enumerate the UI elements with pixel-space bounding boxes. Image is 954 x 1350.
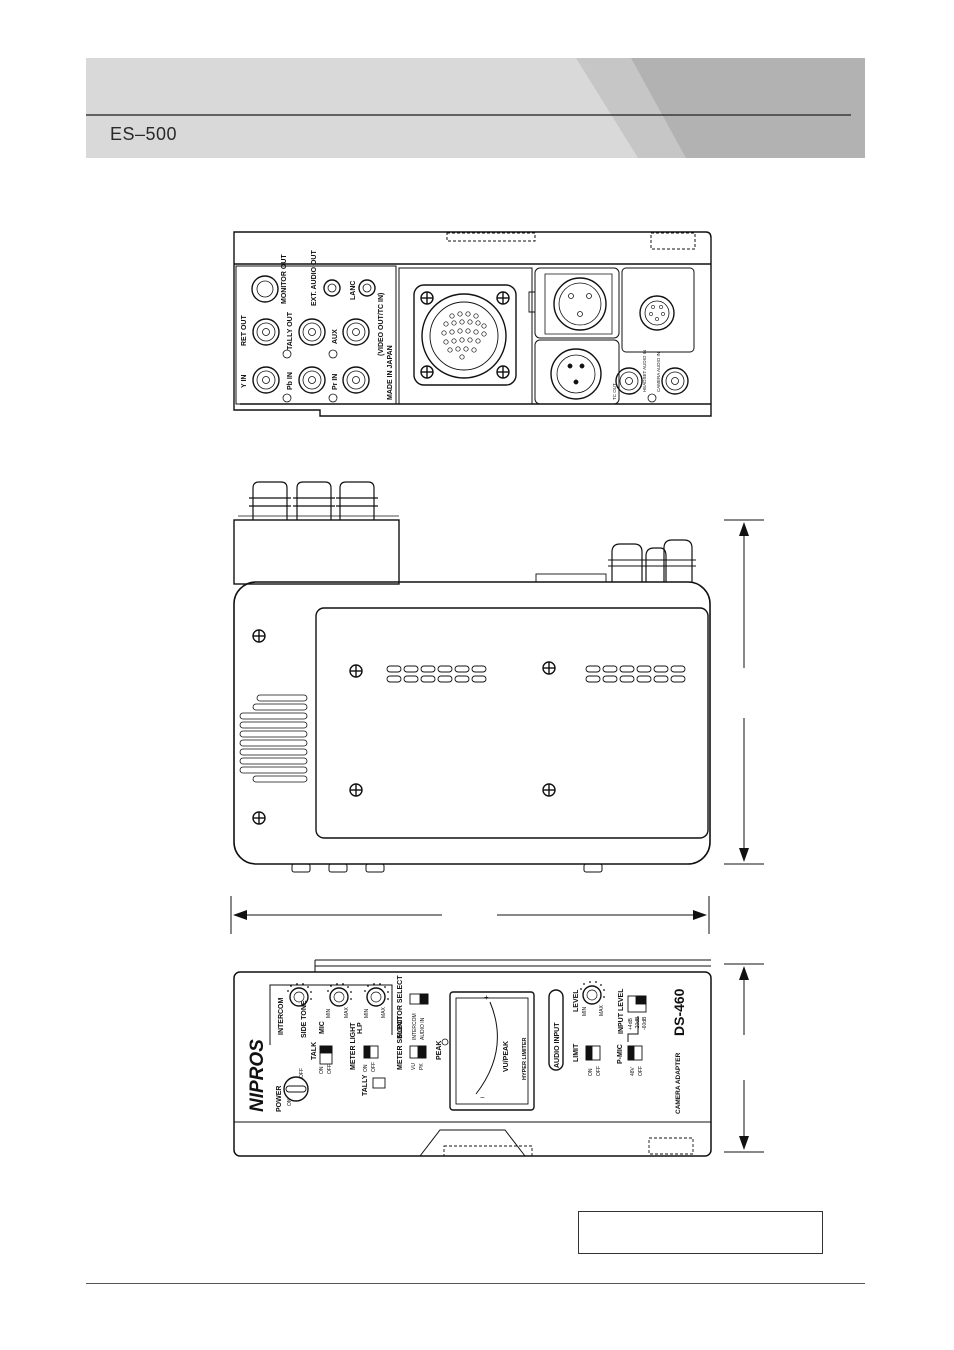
meter-plus-mark: +: [484, 993, 489, 1002]
front-panel-labels: NIPROS DS-460 CAMERA ADAPTER INTERCOM SI…: [247, 975, 687, 1114]
label-camera-audio-in: CAMERA AUDIO IN: [656, 352, 661, 392]
vent-slots: [386, 665, 686, 683]
label-meter-select: METER SELECT: [397, 1015, 404, 1070]
label-talk-on: ON: [319, 1066, 325, 1074]
label-p-mic: P-MIC: [617, 1044, 624, 1064]
footer-rule: [86, 1283, 865, 1284]
mic-level-knob: [329, 987, 349, 1007]
label-hp: H.P: [357, 1022, 364, 1034]
label-mic-max: MAX: [344, 1007, 350, 1019]
label-power-off: OFF: [299, 1068, 305, 1078]
label-power: POWER: [276, 1086, 283, 1112]
toggle-switches: [319, 993, 647, 1065]
label-limit-off: OFF: [596, 1066, 602, 1076]
xlr-male-connector: [550, 348, 602, 400]
label-plus4db: +4dB: [628, 1018, 634, 1030]
label-minus20db: -20dB: [635, 1016, 641, 1030]
label-level-max: MAX: [599, 1005, 605, 1017]
label-ret-out: RET OUT: [241, 315, 248, 346]
label-aux: AUX: [332, 329, 339, 344]
front-panel-view: [233, 959, 712, 1157]
label-monitor-select: MONITOR SELECT: [397, 975, 404, 1038]
label-made-in-japan: MADE IN JAPAN: [387, 345, 394, 400]
audio-input-label-frame: [548, 989, 564, 1071]
plate-screws: [420, 291, 510, 379]
meter-minus-mark: −: [480, 1093, 485, 1102]
label-meter-light: METER LIGHT: [350, 1022, 357, 1070]
label-mic-min: MIN: [326, 1008, 332, 1018]
label-mic: MIC: [319, 1021, 326, 1034]
lanc-jack: [358, 279, 376, 297]
label-power-on: ON: [287, 1098, 293, 1106]
rear-panel-labels: MONITOR OUT EXT. AUDIO OUT LANC RET OUT …: [241, 250, 394, 400]
top-bnc-connectors: [249, 481, 378, 520]
label-side-tone: SIDE TONE: [301, 1000, 308, 1038]
label-pk: PK: [419, 1063, 425, 1070]
label-video-out-tc-in: (VIDEO OUT/TC IN): [378, 293, 385, 356]
label-pr-in: Pr IN: [332, 374, 339, 390]
label-limit-on: ON: [588, 1068, 594, 1076]
label-vu-peak: VU/PEAK: [503, 1041, 510, 1072]
label-hyper-limiter: HYPER LIMITER: [522, 1037, 528, 1080]
peak-led: [441, 1038, 449, 1046]
headset-connector: [639, 295, 675, 331]
top-screws: [252, 629, 556, 825]
label-intercom-switch: INTERCOM: [412, 1013, 418, 1040]
header-band-graphic: [86, 58, 865, 158]
audio-level-knob: [582, 985, 602, 1005]
label-input-level: INPUT LEVEL: [618, 988, 625, 1034]
power-switch-icon: [283, 1076, 309, 1102]
brand-logo: NIPROS: [247, 1039, 268, 1112]
label-y-in: Y IN: [241, 375, 248, 389]
label-lanc: LANC: [350, 281, 357, 300]
header-band: [86, 58, 865, 158]
label-tally-out: TALLY OUT: [287, 311, 294, 350]
label-hp-max: MAX: [381, 1007, 387, 1019]
label-intercom: INTERCOM: [278, 998, 285, 1036]
label-limit: LIMIT: [573, 1043, 580, 1062]
label-level-min: MIN: [582, 1006, 588, 1016]
label-tc-out: TC OUT: [612, 383, 617, 400]
model-name: DS-460: [671, 988, 687, 1036]
label-peak: PEAK: [436, 1041, 443, 1060]
page-title: ES–500: [110, 124, 178, 144]
hp-level-knob: [366, 987, 386, 1007]
label-monitor-out: MONITOR OUT: [281, 254, 288, 304]
label-48v-off: OFF: [638, 1066, 644, 1076]
multipin-connector: [441, 311, 487, 360]
monitor-out-connector: [251, 275, 279, 303]
vu-meter: [449, 991, 535, 1111]
label-48v: 48V: [630, 1066, 636, 1076]
label-talk: TALK: [311, 1042, 318, 1060]
label-level: LEVEL: [573, 989, 580, 1012]
ext-audio-out-jack: [323, 279, 341, 297]
label-talk-off: OFF: [327, 1064, 333, 1074]
label-light-on: ON: [363, 1064, 369, 1072]
label-audio-input: AUDIO INPUT: [554, 1022, 561, 1068]
label-vu: VU: [411, 1063, 417, 1070]
label-light-off: OFF: [371, 1062, 377, 1072]
label-ext-audio-out: EXT. AUDIO OUT: [311, 250, 318, 306]
rear-panel-view: [233, 231, 712, 417]
label-audio-in-switch: AUDIO IN: [420, 1017, 426, 1040]
xlr-female-connector: [553, 277, 607, 331]
speaker-grille: [239, 694, 308, 783]
label-headset-audio-in: HEADSET AUDIO IN: [642, 350, 647, 392]
label-minus60db: -60dB: [642, 1016, 648, 1030]
product-name: CAMERA ADAPTER: [675, 1052, 682, 1114]
label-hp-min: MIN: [364, 1008, 370, 1018]
dimension-arrows: [233, 522, 749, 1150]
side-tone-knob: [289, 987, 309, 1007]
label-tally: TALLY: [362, 1074, 369, 1096]
bnc-row-top: [252, 318, 370, 346]
label-pb-in: Pb IN: [287, 372, 294, 390]
tally-lamp: [372, 1077, 386, 1089]
rear-panel-small-labels: TC OUT HEADSET AUDIO IN CAMERA AUDIO IN: [612, 350, 661, 400]
bnc-row-bottom: [252, 366, 370, 394]
top-view: [233, 481, 711, 873]
note-box: [578, 1211, 823, 1254]
dimension-lines: [230, 519, 764, 1153]
